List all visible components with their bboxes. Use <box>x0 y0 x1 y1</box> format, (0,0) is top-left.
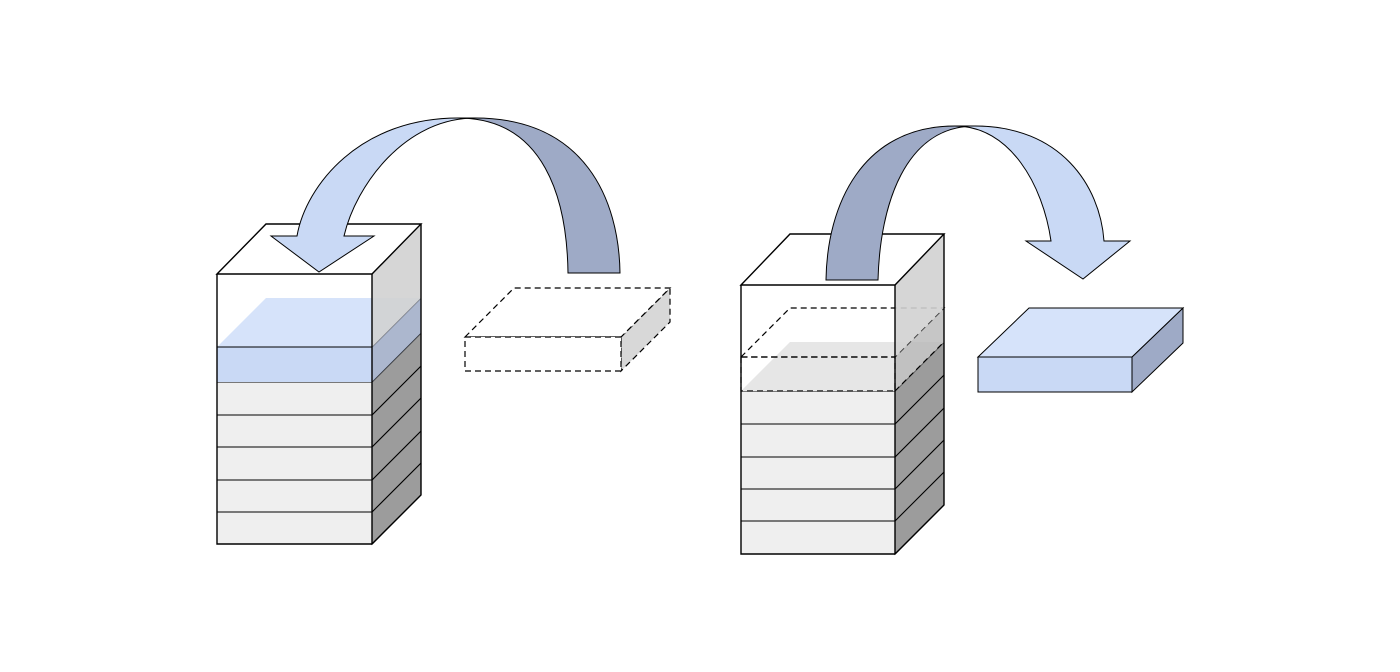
stack-outline <box>740 234 945 555</box>
stack-outline <box>216 224 422 545</box>
stack-empty-side <box>895 234 944 357</box>
remaining-top <box>741 342 944 391</box>
pop-arrow <box>825 125 1132 281</box>
pop-stack <box>739 233 946 556</box>
popped-block <box>976 306 1185 394</box>
stack-layer <box>740 340 945 426</box>
source-block-outline <box>463 286 672 373</box>
stack-layer <box>740 406 945 491</box>
stack-layer <box>216 429 422 514</box>
pop-panel <box>739 125 1185 556</box>
push-arrow <box>269 117 621 274</box>
push-panel <box>215 117 672 546</box>
stack-layer <box>740 373 945 459</box>
stack-empty-side <box>372 224 421 347</box>
